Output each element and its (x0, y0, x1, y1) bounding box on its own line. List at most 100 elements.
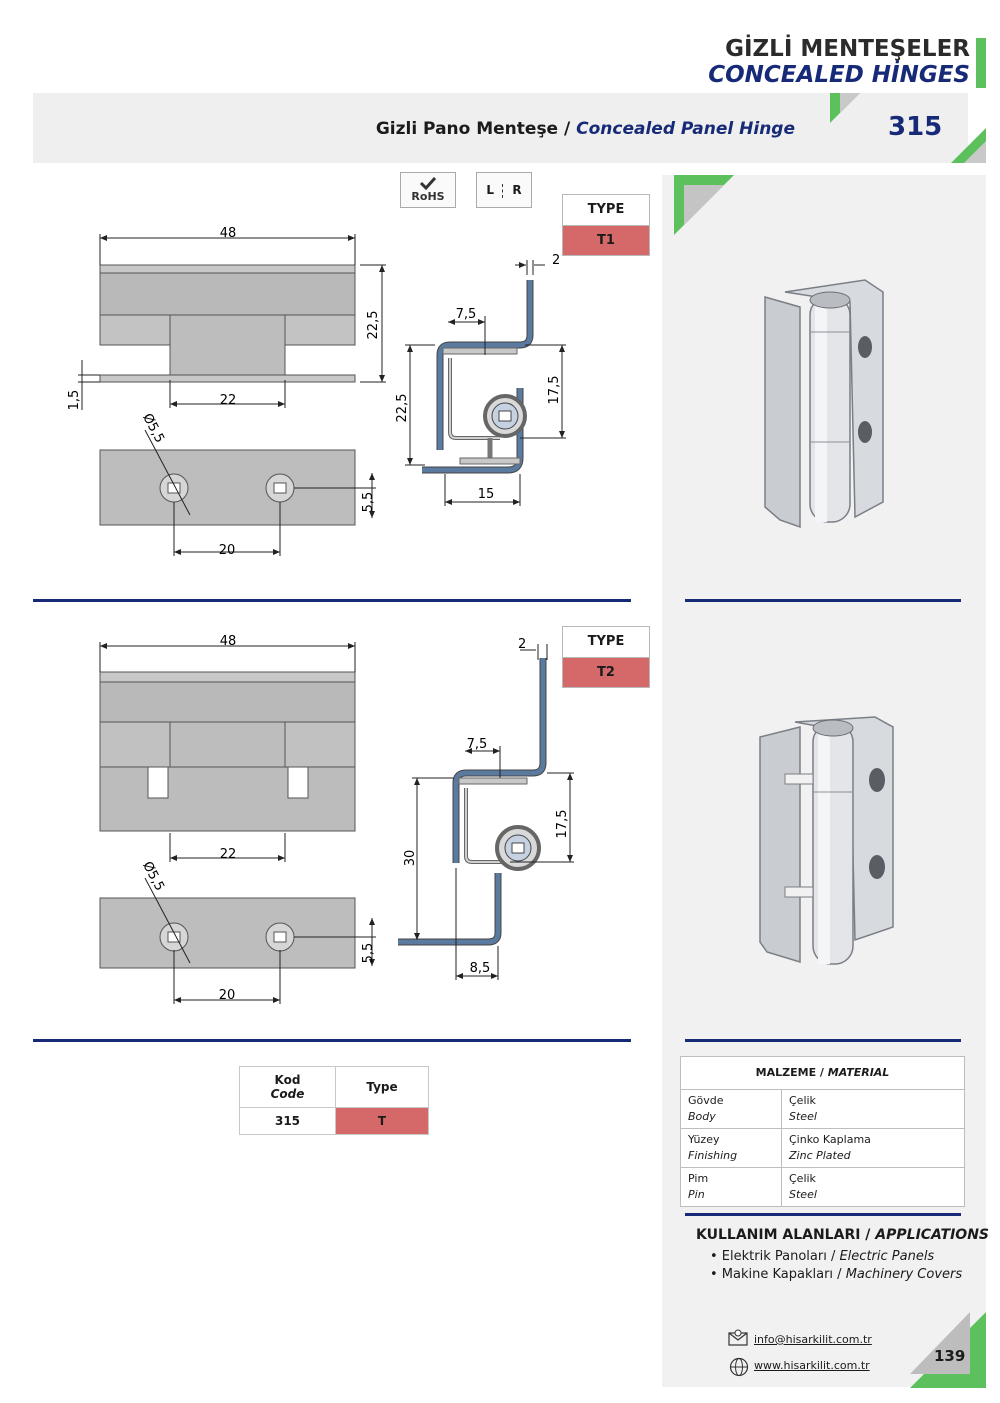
right-label: R (512, 183, 522, 197)
type-t2-box: TYPE T2 (562, 626, 650, 688)
t1-dim-offset: 1,5 (67, 390, 82, 411)
product-number: 315 (888, 112, 943, 142)
product-band (33, 93, 968, 163)
t1-front-view (99, 264, 356, 383)
t2-dim-hole: Ø5,5 (139, 859, 167, 893)
applications-title: KULLANIM ALANLARI / APPLICATIONS (696, 1227, 989, 1243)
type-value: T (335, 1107, 429, 1135)
applications-item: • Makine Kapakları / Machinery Covers (710, 1266, 962, 1284)
web-link[interactable]: www.hisarkilit.com.tr (754, 1359, 870, 1372)
code-table: Kod Code Type 315 T (239, 1066, 429, 1135)
globe-icon (729, 1357, 749, 1377)
email-icon (728, 1329, 748, 1346)
check-icon (419, 176, 437, 190)
code-value: 315 (239, 1107, 336, 1135)
t1-dim-hole: Ø5,5 (139, 411, 167, 445)
t1-profile-flange: 2 (552, 253, 560, 268)
title-en: CONCEALED HİNGES (708, 62, 970, 88)
applications-title-tr: KULLANIM ALANLARI / (696, 1227, 871, 1243)
t1-dimension-lines (78, 234, 386, 556)
app-item-tr: • Makine Kapakları / (710, 1267, 842, 1282)
material-value-en: Steel (789, 1110, 817, 1123)
t1-profile-75: 7,5 (456, 307, 477, 322)
app-item-tr: • Elektrik Panoları / (710, 1249, 836, 1264)
section-divider-right-2 (685, 1039, 961, 1042)
material-value: Çinko Kaplama (789, 1133, 871, 1146)
t1-profile-15: 15 (478, 487, 495, 502)
applications-divider (685, 1213, 961, 1216)
hinge-image-t1 (764, 279, 884, 529)
code-header-tr: Kod (274, 1073, 301, 1087)
type-t2-label: TYPE (563, 627, 649, 658)
material-title-en: MATERIAL (827, 1066, 890, 1079)
material-key: Pim (688, 1172, 709, 1185)
t2-profile-85: 8,5 (470, 961, 491, 976)
type-t1-label: TYPE (563, 195, 649, 226)
applications-title-en: APPLICATIONS (875, 1227, 990, 1243)
app-item-en: Electric Panels (839, 1249, 935, 1264)
material-value: Çelik (789, 1172, 816, 1185)
left-label: L (486, 183, 495, 197)
title-tr: GİZLİ MENTEŞELER (725, 36, 970, 62)
product-title: Gizli Pano Menteşe / Concealed Panel Hin… (376, 119, 795, 139)
page-title: GİZLİ MENTEŞELER CONCEALED HİNGES (708, 36, 970, 88)
t2-profile-dimensions (412, 644, 574, 980)
drawing-t1: 48 22,5 1,5 22 Ø5,5 20 5,5 2 7,5 22,5 17… (67, 226, 566, 558)
t2-dim-hole-edge: 5,5 (361, 943, 376, 964)
t1-dim-hole-spacing: 20 (219, 543, 236, 558)
type-t2-value: T2 (563, 658, 649, 687)
page-corner-decoration (910, 1312, 986, 1388)
t1-profile-view (422, 280, 534, 474)
applications-item: • Elektrik Panoları / Electric Panels (710, 1248, 962, 1266)
t1-dim-hole-edge: 5,5 (361, 492, 376, 513)
product-title-tr: Gizli Pano Menteşe / (375, 119, 571, 139)
t2-profile-175: 17,5 (555, 810, 570, 839)
t2-top-view (99, 897, 356, 969)
rohs-label: RoHS (411, 190, 445, 203)
material-key-en: Body (688, 1110, 716, 1123)
t1-profile-175: 17,5 (547, 376, 562, 405)
product-title-en: Concealed Panel Hinge (576, 119, 795, 139)
type-t1-box: TYPE T1 (562, 194, 650, 256)
left-right-badge: L R (476, 172, 532, 208)
corner-decoration (830, 93, 986, 163)
material-value: Çelik (789, 1094, 816, 1107)
email-link[interactable]: info@hisarkilit.com.tr (754, 1333, 872, 1346)
code-header: Kod Code (239, 1066, 336, 1108)
material-key-en: Pin (688, 1188, 705, 1201)
t2-profile-view (398, 658, 547, 946)
t1-dim-height: 22,5 (366, 311, 381, 340)
t1-dim-width: 48 (220, 226, 237, 241)
section-divider (33, 599, 631, 602)
drawing-t2: 48 22 Ø5,5 20 5,5 2 7,5 30 17,5 8,5 (99, 634, 574, 1004)
material-key: Yüzey (688, 1133, 720, 1146)
material-value-en: Steel (789, 1188, 817, 1201)
t2-dimension-lines (99, 642, 376, 1004)
t1-profile-dimensions (405, 260, 566, 506)
code-header-en: Code (270, 1087, 305, 1101)
rohs-badge: RoHS (400, 172, 456, 208)
applications-list: • Elektrik Panoları / Electric Panels • … (710, 1248, 962, 1284)
page-number: 139 (934, 1347, 966, 1365)
header-accent-bar (976, 38, 986, 88)
t2-profile-75: 7,5 (467, 737, 488, 752)
t2-front-view (99, 671, 356, 832)
section-divider-right (685, 599, 961, 602)
material-title: MALZEME / MATERIAL (680, 1056, 965, 1090)
t1-profile-height: 22,5 (395, 394, 410, 423)
material-value-en: Zinc Plated (789, 1149, 851, 1162)
type-header: Type (335, 1066, 429, 1108)
section-divider-2 (33, 1039, 631, 1042)
material-key: Gövde (688, 1094, 724, 1107)
app-item-en: Machinery Covers (845, 1267, 963, 1282)
panel-corner-decoration (674, 175, 734, 235)
t2-profile-flange: 2 (518, 637, 526, 652)
t2-profile-height: 30 (403, 850, 418, 867)
t2-dim-width: 48 (220, 634, 237, 649)
material-title-tr: MALZEME / (755, 1066, 824, 1079)
t1-dim-mid: 22 (220, 393, 237, 408)
